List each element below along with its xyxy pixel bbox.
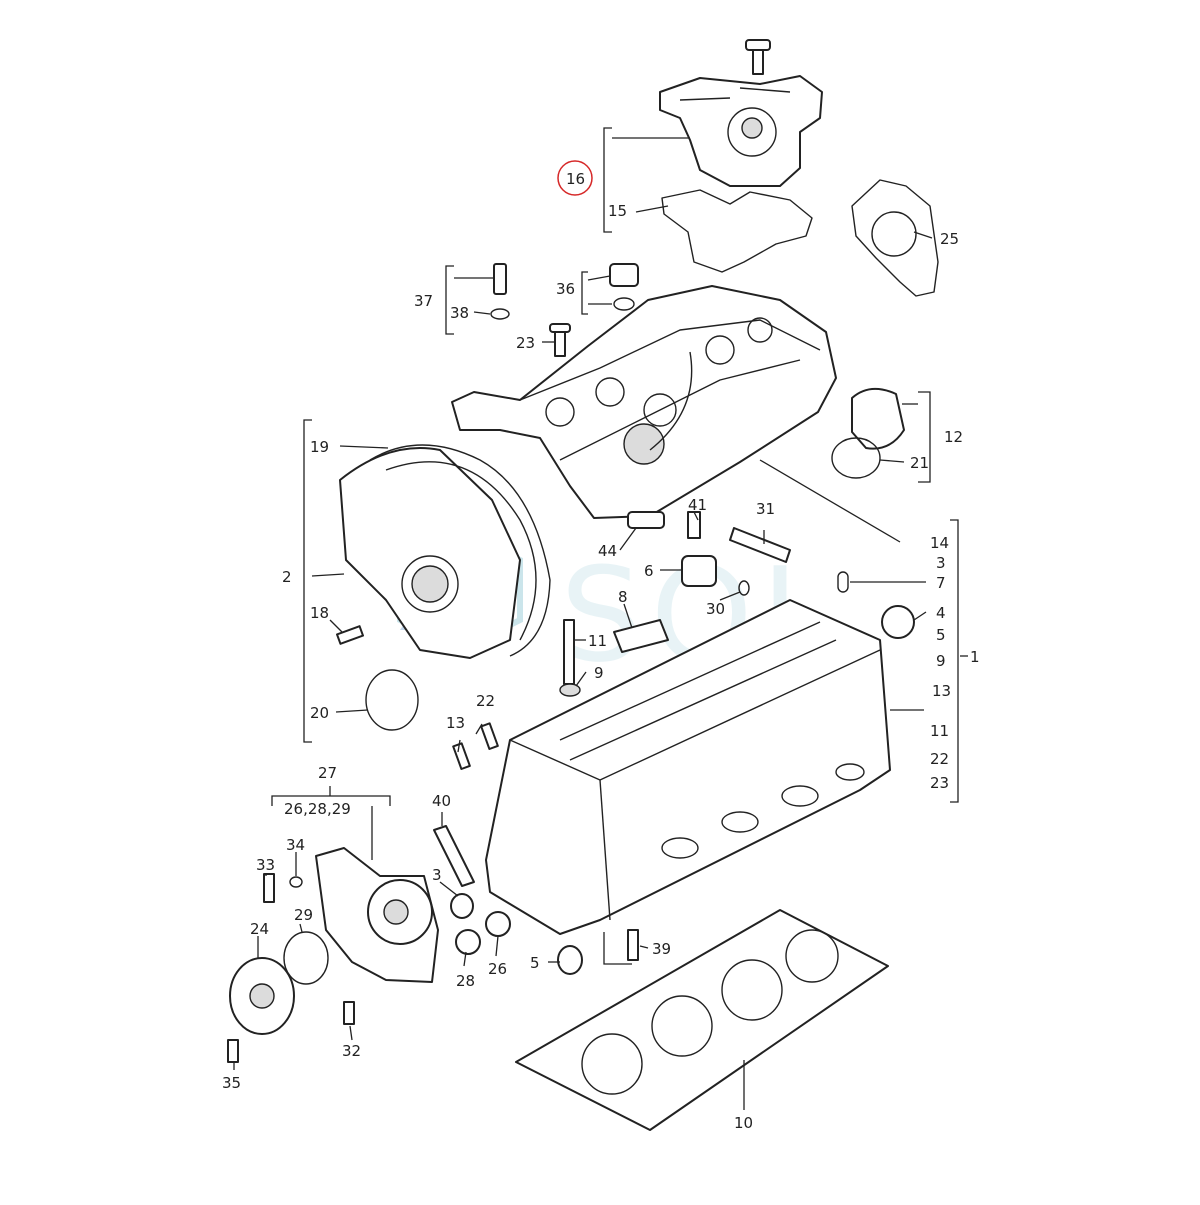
head-bolt-part	[563, 619, 575, 685]
oring-part	[837, 571, 849, 593]
callout-27: 27	[318, 764, 337, 782]
callout-3: 3	[936, 554, 946, 572]
flange-gasket-part	[851, 179, 939, 297]
callout-36: 36	[556, 280, 575, 298]
callout-16: 16	[566, 170, 585, 188]
callout-13b: 13	[446, 714, 465, 732]
oil-separator-part	[659, 39, 823, 187]
callout-32: 32	[342, 1042, 361, 1060]
callout-26: 26	[488, 960, 507, 978]
callout-12: 12	[944, 428, 963, 446]
temperature-sender-part	[493, 263, 507, 295]
callout-9: 9	[594, 664, 604, 682]
callout-3b: 3	[432, 866, 442, 884]
callout-29: 29	[294, 906, 313, 924]
cover-bolt-part	[554, 329, 566, 357]
oil-filler-cap-part	[851, 387, 905, 450]
callout-19: 19	[310, 438, 329, 456]
highlight-circle	[557, 160, 593, 196]
valve-cover-part	[451, 285, 837, 519]
cylinder-head-part	[485, 599, 891, 935]
callout-39: 39	[652, 940, 671, 958]
pump-housing-part	[315, 847, 439, 983]
callout-14: 14	[930, 534, 949, 552]
callout-6: 6	[644, 562, 654, 580]
plug-part	[450, 893, 474, 919]
callout-31: 31	[756, 500, 775, 518]
sprocket-part	[881, 605, 915, 639]
pin-part	[729, 527, 791, 563]
callout-10: 10	[734, 1114, 753, 1132]
callout-40: 40	[432, 792, 451, 810]
callout-2: 2	[282, 568, 292, 586]
separator-gasket-part	[661, 189, 813, 273]
callout-25: 25	[940, 230, 959, 248]
callout-7: 7	[936, 574, 946, 592]
callout-30: 30	[706, 600, 725, 618]
callout-44: 44	[598, 542, 617, 560]
pcv-valve-part	[609, 263, 639, 287]
callout-23: 23	[516, 334, 535, 352]
callout-28: 28	[456, 972, 475, 990]
callout-labels: 16 15 25 37 38 36 23 12 21 19 2 18 20 41…	[222, 170, 980, 1132]
callout-38: 38	[450, 304, 469, 322]
callout-33: 33	[256, 856, 275, 874]
bracket-part	[627, 511, 665, 529]
callout-4: 4	[936, 604, 946, 622]
callout-5: 5	[936, 626, 946, 644]
callout-5b: 5	[530, 954, 540, 972]
callout-34: 34	[286, 836, 305, 854]
camshaft-solenoid-part	[681, 555, 717, 587]
callout-35: 35	[222, 1074, 241, 1092]
callout-41: 41	[688, 496, 707, 514]
callout-11: 11	[588, 632, 607, 650]
callout-9b: 9	[936, 652, 946, 670]
cap-seal-part	[831, 437, 881, 479]
timing-cover-gasket-part	[369, 444, 551, 657]
stud-part	[452, 742, 471, 770]
callout-20: 20	[310, 704, 329, 722]
callout-26-28-29: 26,28,29	[284, 800, 351, 818]
callout-22: 22	[930, 750, 949, 768]
callout-15: 15	[608, 202, 627, 220]
callout-1: 1	[970, 648, 980, 666]
callout-23b: 23	[930, 774, 949, 792]
head-gasket-part	[515, 909, 889, 1131]
callout-37: 37	[414, 292, 433, 310]
callout-11b: 11	[930, 722, 949, 740]
callout-13: 13	[932, 682, 951, 700]
crank-seal-part	[365, 669, 419, 731]
callout-18: 18	[310, 604, 329, 622]
leader-lines	[233, 127, 968, 1110]
baffle-plate-part	[613, 619, 669, 653]
callout-8: 8	[618, 588, 628, 606]
callout-21: 21	[910, 454, 929, 472]
callout-22b: 22	[476, 692, 495, 710]
callout-24: 24	[250, 920, 269, 938]
pump-seal-part	[283, 931, 329, 985]
timing-cover-part	[339, 447, 537, 659]
timing-cover-bolt-part	[336, 625, 364, 645]
